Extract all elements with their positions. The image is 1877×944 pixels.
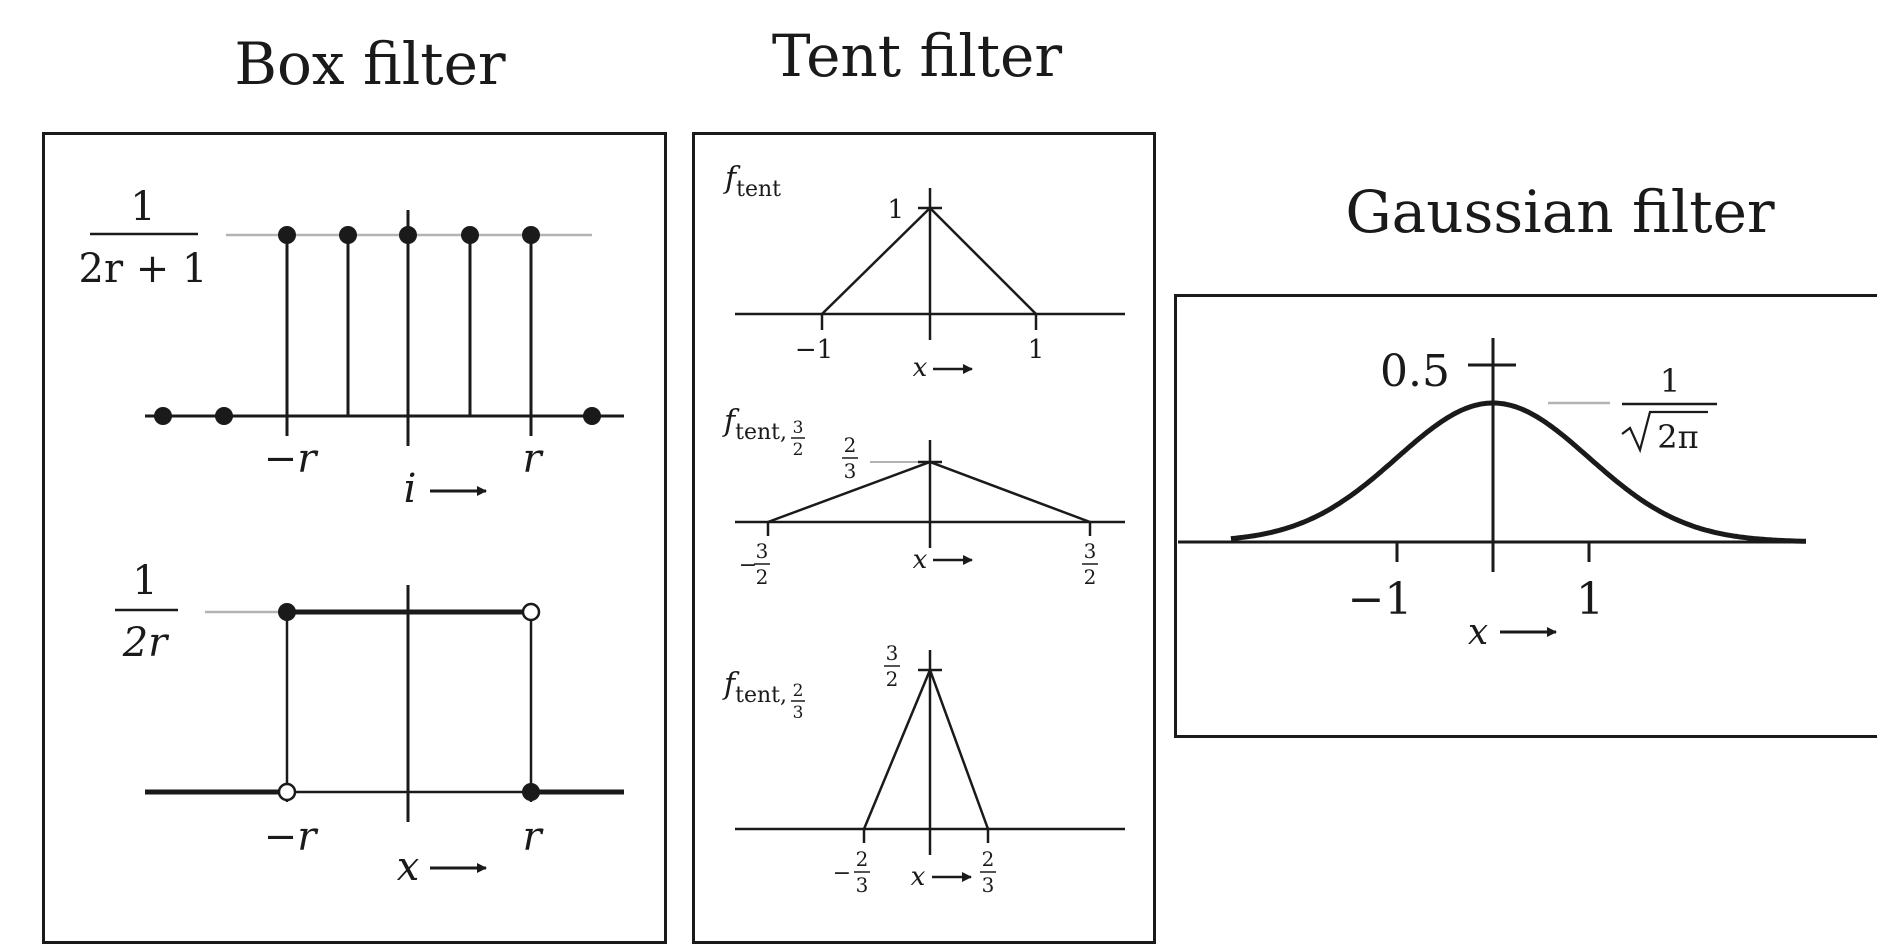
tent1-left-label: −1 [795, 335, 833, 365]
box-discrete-sample-dot [522, 226, 540, 244]
gaussian-tick-label: 0.5 [1380, 346, 1450, 397]
tent1-curve [821, 206, 1037, 315]
tent2-function-label: ftent, [722, 404, 787, 445]
box-discrete-sample-dot [461, 226, 479, 244]
tent3-scale-numerator: 2 [793, 681, 804, 701]
gaussian-filter-title: Gaussian filter [1345, 178, 1775, 246]
gaussian-peak-denominator: 2π [1657, 418, 1698, 456]
tent3-curve [862, 666, 990, 830]
box-continuous-open-dot [277, 782, 297, 802]
tent2-curve [767, 460, 1091, 524]
gaussian-sqrt-sign [1621, 410, 1708, 454]
box-continuous-neg-r-label: −r [264, 814, 320, 860]
gaussian-filter-panel [1174, 294, 1877, 738]
tent2-peak-numerator: 2 [844, 433, 857, 457]
tent3-plot: ftent, 2 3 3 2 − 2 3 2 3 x [722, 641, 1125, 897]
box-discrete-pos-r-label: r [522, 436, 544, 482]
tent2-left-sign: − [739, 553, 757, 578]
tent2-left-numerator: 3 [756, 539, 769, 563]
tent3-right-denominator: 3 [982, 873, 995, 897]
tent1-right-label: 1 [1028, 335, 1045, 365]
tent2-right-denominator: 2 [1084, 565, 1097, 589]
tent2-scale-numerator: 3 [793, 418, 804, 438]
box-discrete-zero-dot [215, 407, 233, 425]
tent3-axis-label: x [911, 862, 926, 892]
tent3-right-numerator: 2 [982, 847, 995, 871]
box-discrete-zero-dot [583, 407, 601, 425]
gaussian-axis-label: x [1468, 612, 1488, 653]
tent3-left-sign: − [833, 861, 851, 886]
box-discrete-sample-dot [339, 226, 357, 244]
box-filter-title: Box filter [234, 30, 506, 98]
tent2-left-denominator: 2 [756, 565, 769, 589]
box-discrete-axis-label: i [404, 466, 417, 512]
box-discrete-sample-dot [278, 226, 296, 244]
tent2-scale-denominator: 2 [793, 440, 804, 460]
tent-filter-title: Tent filter [771, 22, 1063, 90]
box-continuous-open-dot [521, 602, 541, 622]
tent2-right-numerator: 3 [1084, 539, 1097, 563]
tent2-axis-label: x [913, 545, 928, 575]
box-discrete-plot: 1 2r + 1 −r r i [79, 184, 624, 512]
box-continuous-height-numerator: 1 [132, 558, 157, 604]
box-continuous-pos-r-label: r [522, 814, 544, 860]
tent1-plot: ftent 1 −1 1 x [723, 161, 1125, 383]
tent3-scale-denominator: 3 [793, 703, 804, 723]
gaussian-plot: 0.5 1 2π −1 1 x [1178, 338, 1806, 653]
box-discrete-height-numerator: 1 [130, 184, 155, 230]
tent3-left-numerator: 2 [856, 847, 869, 871]
box-discrete-sample-dot [399, 226, 417, 244]
gaussian-peak-numerator: 1 [1660, 362, 1680, 400]
box-continuous-height-denominator: 2r [122, 620, 170, 666]
tent3-left-denominator: 3 [856, 873, 869, 897]
tent1-axis-label: x [913, 353, 928, 383]
box-discrete-zero-dot [154, 407, 172, 425]
gaussian-curve [1230, 400, 1806, 544]
box-continuous-axis-label: x [397, 844, 420, 890]
box-discrete-height-denominator: 2r + 1 [79, 246, 208, 292]
tent2-peak-denominator: 3 [844, 459, 857, 483]
tent3-peak-numerator: 3 [886, 641, 899, 665]
box-continuous-closed-dot [522, 783, 540, 801]
tent1-peak-label: 1 [887, 195, 904, 225]
tent3-peak-denominator: 2 [886, 667, 899, 691]
box-continuous-plot: 1 2r −r r x [115, 558, 624, 890]
tent3-function-label: ftent, [722, 667, 787, 708]
tent2-label-subscript: tent, [735, 420, 787, 445]
tent3-label-subscript: tent, [735, 683, 787, 708]
tent1-function-label: ftent [723, 161, 781, 202]
gaussian-right-label: 1 [1576, 574, 1604, 625]
tent2-plot: ftent, 3 2 2 3 − 3 2 3 2 x [722, 404, 1125, 589]
gaussian-left-label: −1 [1348, 574, 1413, 625]
box-continuous-closed-dot [278, 603, 296, 621]
box-discrete-neg-r-label: −r [264, 436, 320, 482]
tent1-label-subscript: tent [736, 177, 781, 202]
